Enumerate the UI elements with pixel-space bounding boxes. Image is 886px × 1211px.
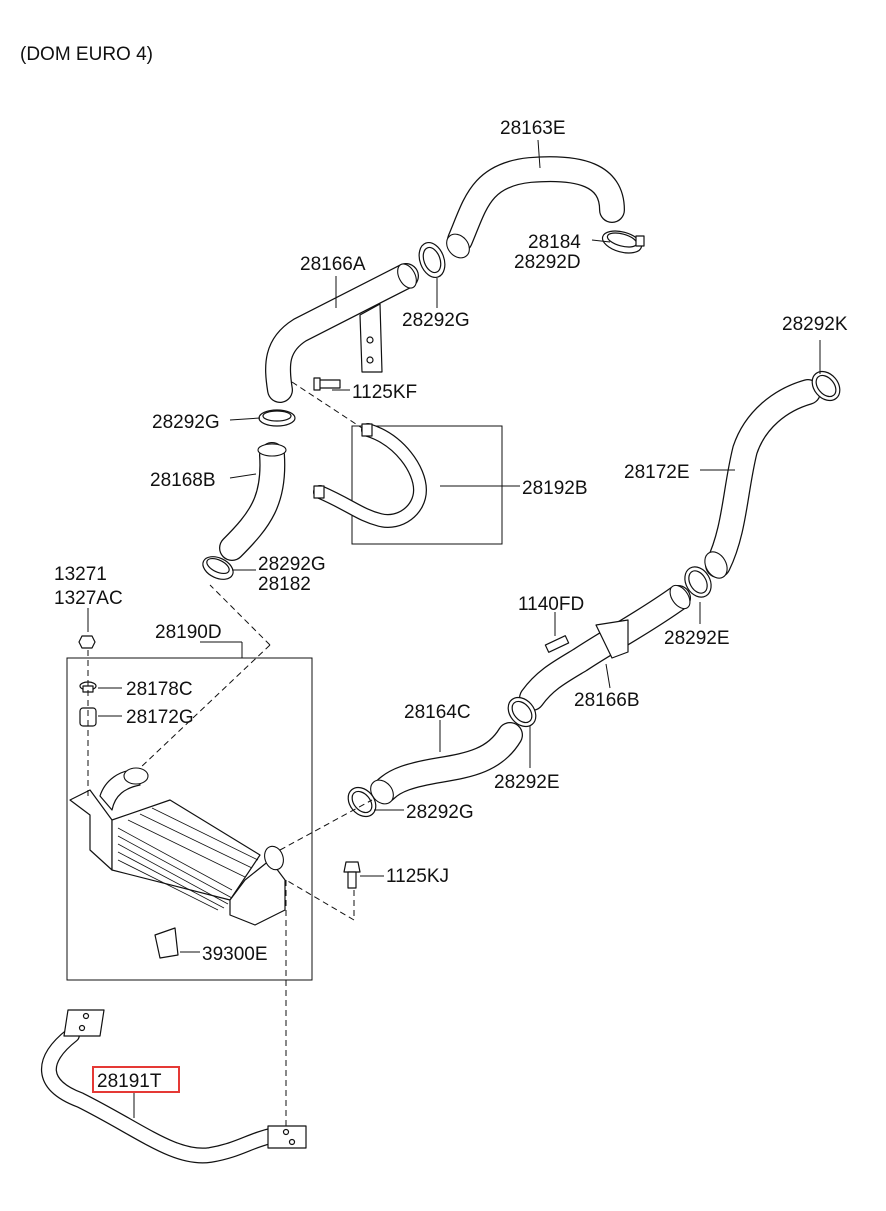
label-28292K[interactable]: 28292K (782, 314, 848, 335)
hose-28163E (446, 156, 625, 259)
hose-28168B (219, 442, 287, 561)
label-28292E-right[interactable]: 28292E (664, 628, 730, 649)
label-28172E[interactable]: 28172E (624, 462, 690, 483)
label-28166A[interactable]: 28166A (300, 254, 366, 275)
label-28292G-low[interactable]: 28292G (406, 802, 474, 823)
clamp-28184 (601, 230, 645, 254)
part-labels: 28163E 28184 28292D 28166A 28292G 1125KF… (54, 118, 848, 1093)
label-28166B[interactable]: 28166B (574, 690, 640, 711)
bolt-1125KF (313, 377, 341, 391)
label-28292D[interactable]: 28292D (514, 252, 581, 273)
label-1125KJ[interactable]: 1125KJ (386, 866, 449, 887)
nut-13271 (78, 635, 96, 649)
bolt-1125KJ (343, 861, 361, 889)
label-28192B[interactable]: 28192B (522, 478, 588, 499)
dashed-lines (87, 381, 373, 1128)
bar-28191T (40, 1009, 307, 1164)
clamp-28292G-top (418, 241, 446, 279)
box-28192B (351, 425, 503, 545)
label-28292G-left[interactable]: 28292G (152, 412, 220, 433)
intercooler (69, 767, 286, 926)
label-28164C[interactable]: 28164C (404, 702, 471, 723)
label-1140FD[interactable]: 1140FD (518, 594, 584, 615)
hose-28172E (704, 379, 821, 579)
label-1327AC[interactable]: 1327AC (54, 588, 123, 609)
label-28168B[interactable]: 28168B (150, 470, 216, 491)
label-28182[interactable]: 28182 (258, 574, 311, 595)
label-28191T[interactable]: 28191T (97, 1071, 162, 1092)
clamp-28182 (202, 556, 234, 580)
pipe-28166B (519, 584, 691, 711)
box-28190D (66, 657, 313, 981)
pipe-28166A (265, 263, 419, 403)
clamp-28292K (811, 370, 841, 402)
clamp-28292G-left (258, 409, 296, 427)
label-13271[interactable]: 13271 (54, 564, 107, 585)
label-28178C[interactable]: 28178C (126, 679, 193, 700)
label-28292G-top[interactable]: 28292G (402, 310, 470, 331)
diagram-title: (DOM EURO 4) (20, 44, 153, 65)
label-28292G-mid[interactable]: 28292G (258, 554, 326, 575)
label-28184[interactable]: 28184 (528, 232, 581, 253)
bracket-39300E (154, 927, 179, 959)
highlight-box-28191T (92, 1066, 180, 1093)
leader-lines (87, 139, 821, 1118)
label-1125KF[interactable]: 1125KF (352, 382, 417, 403)
hose-28164C (370, 722, 523, 805)
clamp-28292E-mid (507, 696, 537, 728)
label-39300E[interactable]: 39300E (202, 944, 268, 965)
bolt-1140FD (544, 635, 570, 653)
label-28292E-mid[interactable]: 28292E (494, 772, 560, 793)
hose-28192B (313, 423, 427, 528)
label-28190D[interactable]: 28190D (155, 622, 222, 643)
clamp-28292E-right (684, 566, 712, 598)
label-28163E[interactable]: 28163E (500, 118, 566, 139)
label-28172G[interactable]: 28172G (126, 707, 194, 728)
